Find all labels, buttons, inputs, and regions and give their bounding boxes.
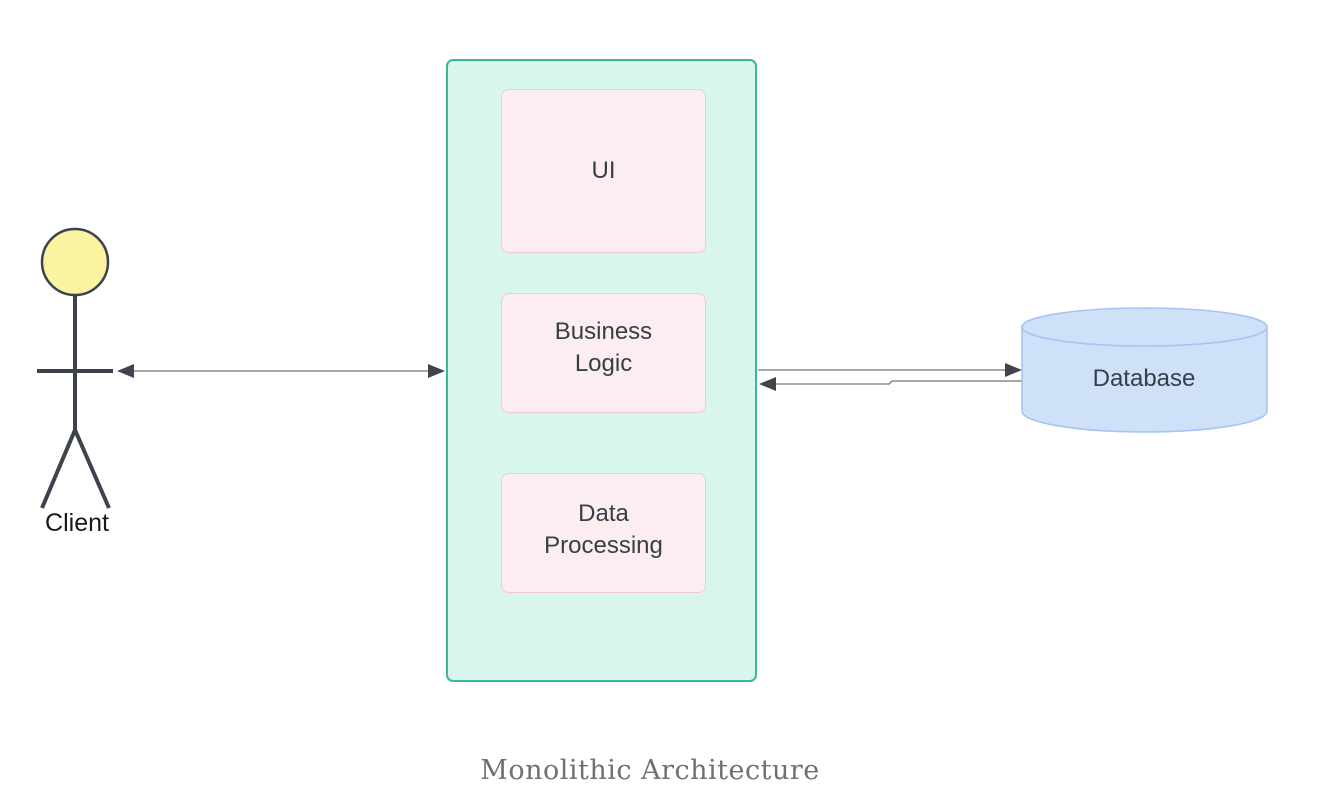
actor-head [40, 227, 110, 297]
cylinder-body [1021, 327, 1268, 433]
client-monolith-arrow [117, 364, 445, 378]
cylinder-top [1021, 307, 1268, 347]
module-business-logic: Business Logic [501, 293, 706, 413]
module-data-processing-label: Data Processing [544, 500, 663, 560]
actor-right-leg [73, 429, 111, 509]
client-label: Client [45, 509, 109, 537]
database-cylinder-icon [1021, 307, 1268, 433]
arrowhead-left [117, 364, 134, 378]
database-monolith-arrow [759, 377, 1022, 391]
module-ui-label: UI [591, 156, 616, 184]
actor-left-leg [40, 429, 77, 509]
arrowhead-right [1005, 363, 1022, 377]
client-actor-icon [37, 227, 113, 509]
monolith-database-arrow [758, 363, 1022, 377]
database-label: Database [1092, 365, 1196, 392]
arrowhead-left [759, 377, 776, 391]
module-business-logic-label: Business Logic [554, 318, 653, 378]
arrowhead-right [428, 364, 445, 378]
module-data-processing: Data Processing [501, 473, 706, 593]
monolith-container: UI Business Logic Data Processing [446, 59, 757, 682]
diagram-title: Monolithic Architecture [480, 755, 820, 786]
module-ui: UI [501, 89, 706, 253]
